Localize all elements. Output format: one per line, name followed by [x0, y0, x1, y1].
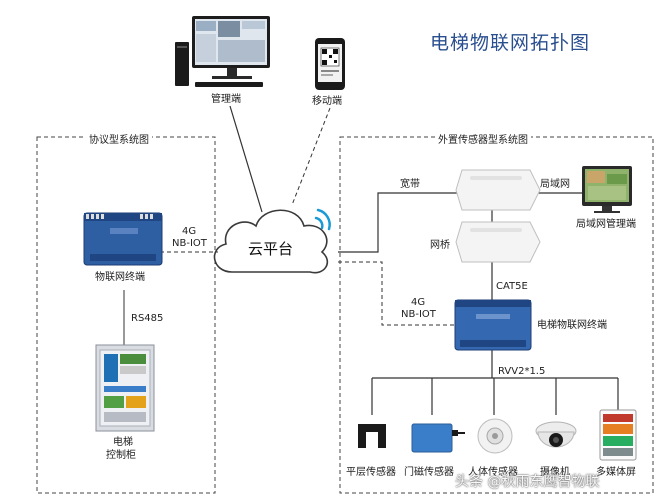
left-link-4g: 4G — [182, 226, 197, 237]
cloud-platform-label: 云平台 — [248, 240, 294, 258]
sensor-label-screen: 多媒体屏 — [596, 467, 636, 478]
elevator-cabinet-icon — [95, 344, 155, 432]
level-sensor-icon — [358, 424, 386, 448]
iot-terminal-label: 物联网终端 — [95, 272, 145, 283]
multimedia-screen-icon — [599, 409, 637, 461]
left-link-nbiot: NB-IOT — [172, 238, 207, 249]
camera-icon — [535, 421, 577, 448]
cat5e-label: CAT5E — [496, 281, 528, 292]
sensor-label-level: 平层传感器 — [346, 467, 396, 478]
left-panel-title: 协议型系统图 — [86, 131, 152, 146]
left-panel-border — [36, 136, 216, 494]
door-magnetic-sensor-icon — [411, 423, 465, 453]
link-cloud-management — [229, 105, 263, 213]
human-body-sensor-icon — [477, 418, 513, 454]
cabinet-label-line1: 电梯 — [113, 437, 133, 448]
cable-label: RVV2*1.5 — [498, 366, 546, 377]
desktop-computer-icon — [175, 16, 270, 87]
lan-label: 局域网 — [540, 179, 570, 190]
rs485-label: RS485 — [131, 313, 164, 324]
watermark-text: 头条 @秋雨东鹰智物联 — [455, 474, 600, 490]
sensor-label-door: 门磁传感器 — [404, 467, 454, 478]
elevator-terminal-label: 电梯物联网终端 — [537, 320, 607, 331]
router-icon — [455, 169, 541, 211]
wireless-signal-icon — [314, 208, 331, 231]
link-cloud-right-terminal — [338, 261, 455, 326]
right-link-4g: 4G — [411, 297, 426, 308]
management-label: 管理端 — [211, 94, 241, 105]
bridge-label: 网桥 — [430, 240, 450, 251]
sensor-label-body: 人体传感器 — [468, 467, 518, 478]
cloud-platform-icon — [213, 209, 328, 274]
network-bridge-icon — [455, 221, 541, 263]
mobile-phone-icon — [315, 38, 345, 90]
iot-terminal-icon — [83, 212, 163, 266]
broadband-label: 宽带 — [400, 179, 420, 190]
right-link-nbiot: NB-IOT — [401, 309, 436, 320]
lan-manager-label: 局域网管理端 — [576, 219, 636, 230]
cabinet-label-line2: 控制柜 — [106, 450, 136, 461]
right-panel-title: 外置传感器型系统图 — [435, 131, 531, 146]
mobile-label: 移动端 — [312, 96, 342, 107]
sensor-label-camera: 摄像机 — [540, 467, 570, 478]
elevator-iot-terminal-icon — [454, 299, 532, 351]
diagram-title: 电梯物联网拓扑图 — [430, 32, 591, 54]
lan-monitor-icon — [582, 166, 632, 213]
link-cloud-mobile — [291, 107, 331, 206]
link-cloud-router — [338, 192, 458, 253]
